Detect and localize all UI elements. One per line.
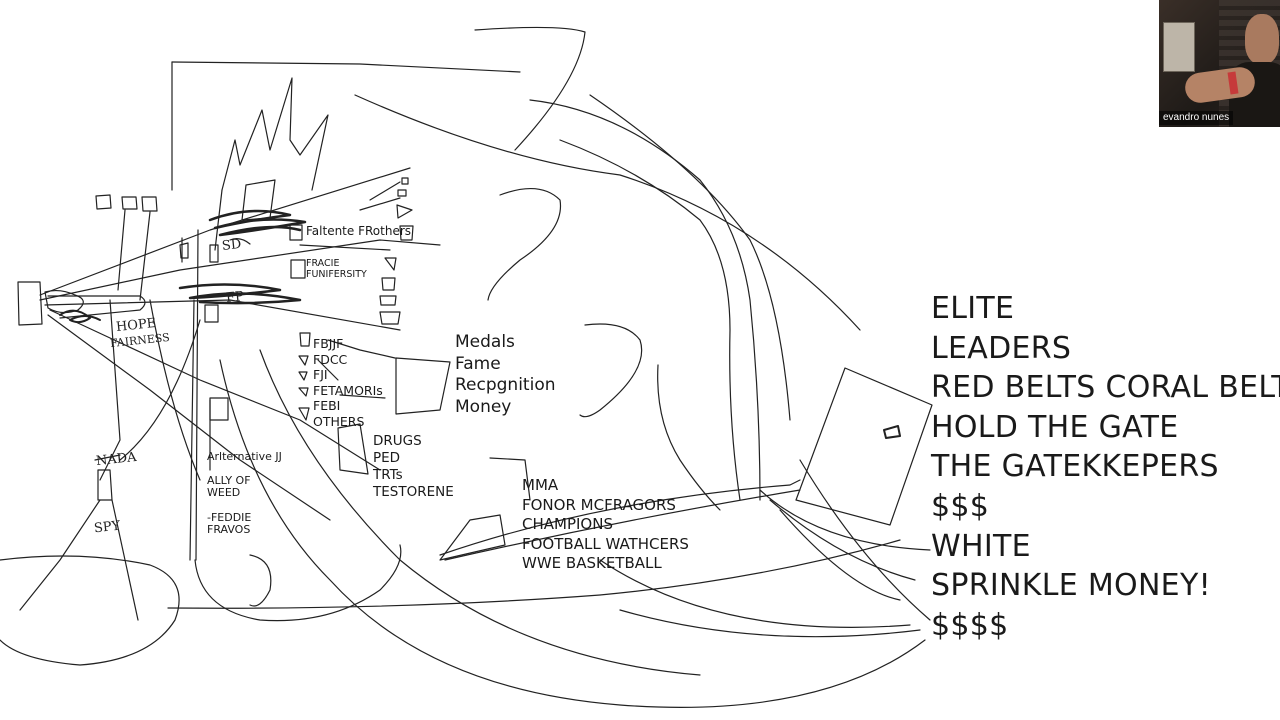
federation-item: FDCC bbox=[313, 351, 348, 367]
reward-item: Fame bbox=[455, 353, 501, 374]
alternative-jj-label: Arlternative JJ bbox=[207, 450, 282, 463]
hierarchy-item: SPRINKLE MONEY! bbox=[931, 568, 1211, 604]
drug-item: TESTORENE bbox=[373, 484, 454, 500]
drug-item: PED bbox=[373, 450, 401, 466]
fracie-label-line1: FRACIE bbox=[306, 258, 340, 269]
participant-head bbox=[1245, 14, 1279, 64]
hierarchy-item: RED BELTS CORAL BELTS bbox=[931, 370, 1280, 406]
federations-list: FBJJF FDCC FJI FETAMORIs FEBI OTHERS bbox=[313, 336, 383, 430]
hierarchy-item: $$$$ bbox=[931, 607, 1009, 643]
federation-item: FBJJF bbox=[313, 336, 344, 351]
fp-handwriting: FP bbox=[225, 289, 245, 306]
federation-item: FEBI bbox=[313, 398, 341, 414]
sd-handwriting: SD bbox=[221, 237, 243, 254]
federation-item: FETAMORIs bbox=[313, 382, 383, 398]
audience-item: FOOTBALL WATHCERS bbox=[522, 534, 689, 553]
drug-item: DRUGS bbox=[373, 433, 422, 449]
hierarchy-item: $$$ bbox=[931, 488, 990, 524]
hierarchy-item: HOLD THE GATE bbox=[931, 409, 1179, 445]
ally-label-line2: WEED bbox=[207, 486, 241, 499]
reward-item: Money bbox=[455, 396, 512, 417]
spy-handwriting: SPY bbox=[93, 518, 121, 537]
hierarchy-item: ELITE bbox=[931, 291, 1015, 326]
hierarchy-list: ELITE LEADERS RED BELTS CORAL BELTS HOLD… bbox=[931, 289, 1280, 645]
audience-item: MMA bbox=[522, 476, 559, 494]
drugs-list: DRUGS PED TRTs TESTORENE bbox=[373, 433, 454, 501]
fracie-label-line2: FUNIFERSITY bbox=[306, 269, 367, 280]
federation-item: FJI bbox=[313, 367, 328, 383]
drug-item: TRTs bbox=[373, 467, 403, 483]
reward-item: Recpgnition bbox=[455, 375, 556, 396]
reward-item: Medals bbox=[455, 332, 515, 352]
audience-list: MMA FONOR MCFRAGORS CHAMPIONS FOOTBALL W… bbox=[522, 476, 689, 574]
feddie-label-line1: -FEDDIE bbox=[207, 511, 252, 524]
audience-item: CHAMPIONS bbox=[522, 515, 613, 533]
faltente-label: Faltente FRothers bbox=[306, 224, 412, 238]
audience-item: WWE BASKETBALL bbox=[522, 554, 662, 572]
audience-item: FONOR MCFRAGORS bbox=[522, 495, 676, 514]
hierarchy-item: THE GATEKKEPERS bbox=[931, 449, 1219, 485]
participant-name-label: evandro nunes bbox=[1159, 111, 1234, 125]
video-wall-painting bbox=[1163, 22, 1195, 72]
ally-label-line1: ALLY OF bbox=[207, 474, 251, 487]
participant-video-tile[interactable]: evandro nunes bbox=[1159, 0, 1280, 127]
federation-item: OTHERS bbox=[313, 413, 365, 429]
hierarchy-item: LEADERS bbox=[931, 330, 1072, 366]
rewards-list: Medals Fame Recpgnition Money bbox=[455, 332, 556, 418]
hierarchy-item: WHITE bbox=[931, 528, 1031, 564]
feddie-label-line2: FRAVOS bbox=[207, 523, 251, 536]
